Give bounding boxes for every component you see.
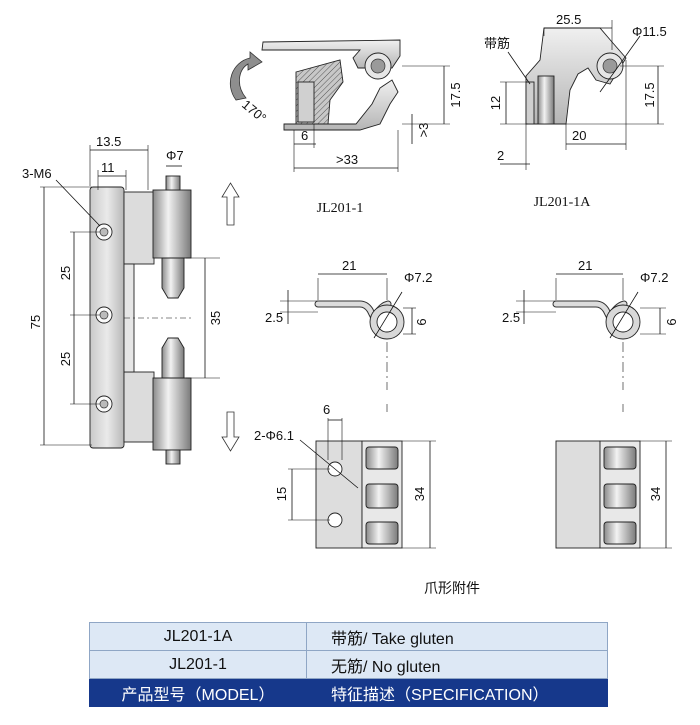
model-cell: JL201-1 xyxy=(89,650,307,679)
caption-jl201-1: JL201-1 xyxy=(317,201,364,216)
dim-phi7-2-left: Φ7.2 xyxy=(404,270,432,285)
claw-hole-lower xyxy=(327,512,343,528)
table-row: JL201-1A 带筋/ Take gluten xyxy=(89,622,608,651)
jl201-1a-view: 25.5 Φ11.5 带筋 12 17.5 2 20 JL201-1A xyxy=(484,12,667,210)
model-cell: JL201-1A xyxy=(89,622,307,651)
claw-plate xyxy=(315,440,363,549)
dim-6-right: 6 xyxy=(664,318,679,325)
caption-jl201-1a: JL201-1A xyxy=(534,195,592,210)
hinge-knuckle-upper xyxy=(152,189,192,259)
hinge-pin-upper xyxy=(161,257,185,299)
spec-cell: 无筋/ No gluten xyxy=(306,650,608,679)
claw-attachment-right: 21 Φ7.2 2.5 6 34 xyxy=(502,258,679,549)
dim-2-5-left: 2.5 xyxy=(265,310,283,325)
hinge-knuckle-lower xyxy=(152,377,192,451)
dim-20: 20 xyxy=(572,128,586,143)
dim-21-right: 21 xyxy=(578,258,592,273)
claw-attachment-left: 21 Φ7.2 2.5 6 2-Φ6.1 6 15 34 xyxy=(254,258,436,549)
rotation-arrow-icon xyxy=(230,51,263,101)
dim-3-m6: 3-M6 xyxy=(22,166,52,181)
dim-2-5-right: 2.5 xyxy=(502,310,520,325)
dim-2-phi6-1: 2-Φ6.1 xyxy=(254,428,294,443)
arrow-up-icon xyxy=(221,182,240,226)
label-rib: 带筋 xyxy=(484,36,510,51)
main-hinge-view: 13.5 11 Φ7 3-M6 75 25 25 35 xyxy=(22,134,240,465)
arrow-down-icon xyxy=(221,411,240,452)
jl201-1-view: 170° 17.5 6 >3 >33 JL201-1 xyxy=(230,39,463,216)
dim-6-hole: 6 xyxy=(323,402,330,417)
dim-25-lower: 25 xyxy=(58,352,73,366)
dim-13-5: 13.5 xyxy=(96,134,121,149)
dim-gt3: >3 xyxy=(416,123,431,138)
dim-34-left: 34 xyxy=(412,487,427,501)
dim-6-left: 6 xyxy=(414,318,429,325)
jl201-1a-rib xyxy=(537,75,555,125)
dim-17-5: 17.5 xyxy=(448,82,463,107)
dim-35: 35 xyxy=(208,311,223,325)
dim-34-right: 34 xyxy=(648,487,663,501)
dim-2: 2 xyxy=(497,148,504,163)
pin-head-top xyxy=(165,175,181,191)
dim-12: 12 xyxy=(488,96,503,110)
dim-phi7: Φ7 xyxy=(166,148,184,163)
dim-25-upper: 25 xyxy=(58,266,73,280)
table-header-row: 产品型号（MODEL） 特征描述（SPECIFICATION） xyxy=(89,678,608,707)
dim-17-5-right: 17.5 xyxy=(642,82,657,107)
dim-gt33: >33 xyxy=(336,152,358,167)
header-spec: 特征描述（SPECIFICATION） xyxy=(306,678,608,707)
dim-6: 6 xyxy=(301,128,308,143)
dim-75: 75 xyxy=(28,315,43,329)
pin-head-bottom xyxy=(165,449,181,465)
dim-25-5: 25.5 xyxy=(556,12,581,27)
header-model: 产品型号（MODEL） xyxy=(89,678,307,707)
dim-phi7-2-right: Φ7.2 xyxy=(640,270,668,285)
claw-plate-right xyxy=(555,440,601,549)
spec-table: JL201-1A 带筋/ Take gluten JL201-1 无筋/ No … xyxy=(89,622,608,707)
dim-170-deg: 170° xyxy=(239,97,269,126)
dim-21-left: 21 xyxy=(342,258,356,273)
spec-cell: 带筋/ Take gluten xyxy=(306,622,608,651)
caption-claw-attachment: 爪形附件 xyxy=(424,580,480,596)
dim-phi11-5: Φ11.5 xyxy=(632,24,667,39)
table-row: JL201-1 无筋/ No gluten xyxy=(89,650,608,679)
dim-11: 11 xyxy=(101,160,115,175)
hinge-plate-upper xyxy=(123,191,155,265)
dim-15: 15 xyxy=(274,487,289,501)
